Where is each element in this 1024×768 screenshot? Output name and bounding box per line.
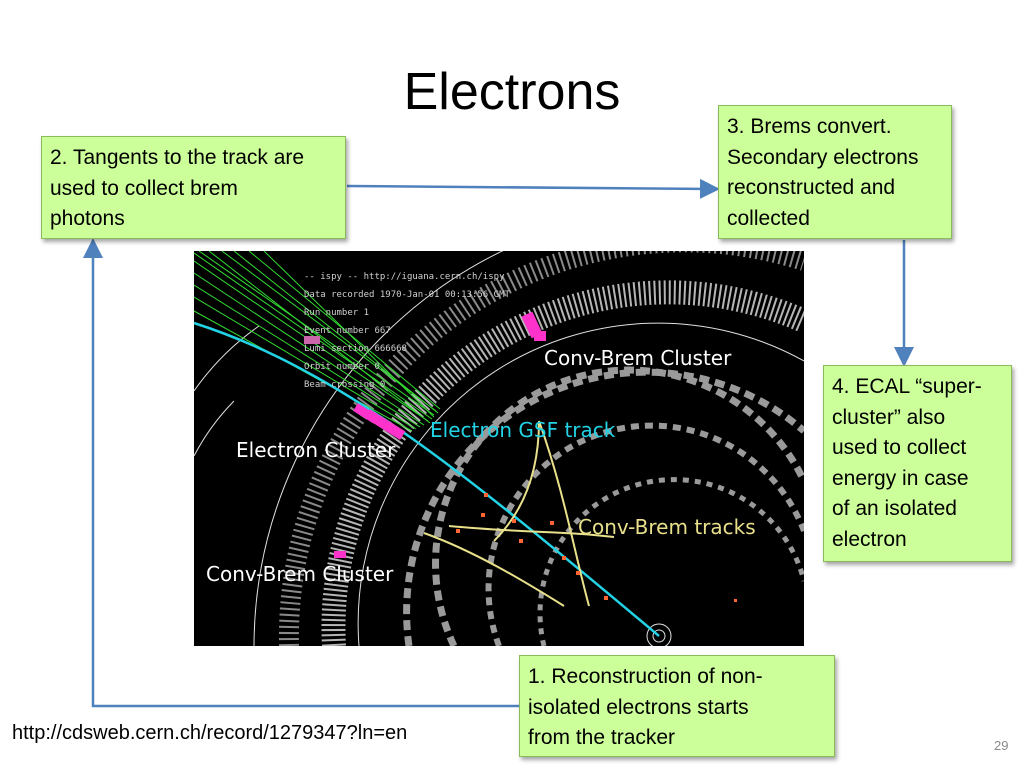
label-conv-brem-cluster-top: Conv-Brem Cluster [544, 346, 732, 370]
label-electron-cluster: Electron Cluster [236, 438, 396, 462]
note-line: reconstructed and [727, 176, 896, 199]
label-electron-gsf-track: Electron GSF track [430, 418, 616, 442]
note-line: 4. ECAL “super- [832, 375, 982, 398]
info-line: Orbit number 0 [304, 362, 380, 372]
note-line: 2. Tangents to the track are [50, 146, 305, 169]
note-line: used to collect brem [50, 176, 238, 200]
info-line: Event number 667 [304, 326, 391, 336]
tracker-layer [485, 422, 804, 646]
page-number: 29 [994, 738, 1009, 753]
info-line: -- ispy -- http://iguana.cern.ch/ispy [304, 272, 505, 282]
conv-brem-cluster-bottom-deposit [334, 551, 346, 558]
note-tangents: 2. Tangents to the track are used to col… [41, 136, 346, 239]
note-brems-convert: 3. Brems convert. Secondary electrons re… [718, 105, 952, 239]
electron-cluster-deposit [353, 403, 379, 424]
tracker-layer [537, 477, 804, 646]
note-line: collected [727, 206, 810, 230]
note-line: Secondary electrons [727, 145, 919, 169]
note-ecal-supercluster: 4. ECAL “super- cluster” also used to co… [823, 365, 1012, 562]
info-line: Lumi section 666668 [304, 344, 407, 354]
label-conv-brem-cluster-bottom: Conv-Brem Cluster [206, 562, 394, 586]
detector-rings [194, 251, 804, 646]
label-conv-brem-tracks: Conv-Brem tracks [578, 515, 756, 539]
source-url-link[interactable]: http://cdsweb.cern.ch/record/1279347?ln=… [12, 722, 408, 744]
outer-calorimeter-band [253, 251, 504, 646]
tracker-layer [403, 368, 804, 646]
arrow-note2-to-note3 [346, 178, 720, 199]
note-line: 1. Reconstruction of non- [528, 665, 763, 688]
info-line: Beam crossing 0 [304, 380, 385, 390]
note-line: used to collect [832, 436, 967, 459]
beam-pipe-ring [652, 629, 666, 643]
note-line: photons [50, 207, 125, 230]
ecal-inner-edge [357, 322, 804, 646]
ecal-band [321, 280, 804, 646]
beam-pipe-ring [646, 623, 672, 646]
note-line: energy in case [832, 466, 969, 490]
left-edge-arc [194, 400, 235, 457]
note-reconstruction: 1. Reconstruction of non- isolated elect… [519, 655, 835, 757]
note-line: from the tracker [528, 726, 676, 749]
info-line: Data recorded 1970-Jan-01 00:13:56 GMT [304, 290, 510, 300]
energy-clusters [304, 311, 546, 558]
brem-tangent-lines [194, 251, 441, 432]
conv-brem-cluster-top-deposit [534, 331, 546, 341]
note-line: cluster” also [832, 405, 946, 429]
slide-title: Electrons [403, 63, 621, 121]
note-line: of an isolated [832, 497, 957, 520]
left-edge-arc [194, 325, 260, 392]
electron-gsf-track [194, 321, 660, 637]
event-info-block: -- ispy -- http://iguana.cern.ch/ispy Da… [304, 272, 510, 390]
tracker-layer [432, 366, 804, 646]
track-hits [456, 493, 737, 602]
event-display: -- ispy -- http://iguana.cern.ch/ispy Da… [194, 251, 804, 646]
conv-brem-tracks [423, 420, 615, 607]
note-line: 3. Brems convert. [727, 115, 892, 138]
note-line: electron [832, 527, 907, 551]
arrow-note1-to-note2 [83, 238, 519, 708]
hcal-band [278, 251, 804, 646]
note-line: isolated electrons starts [528, 695, 749, 719]
info-line: Run number 1 [304, 308, 369, 318]
